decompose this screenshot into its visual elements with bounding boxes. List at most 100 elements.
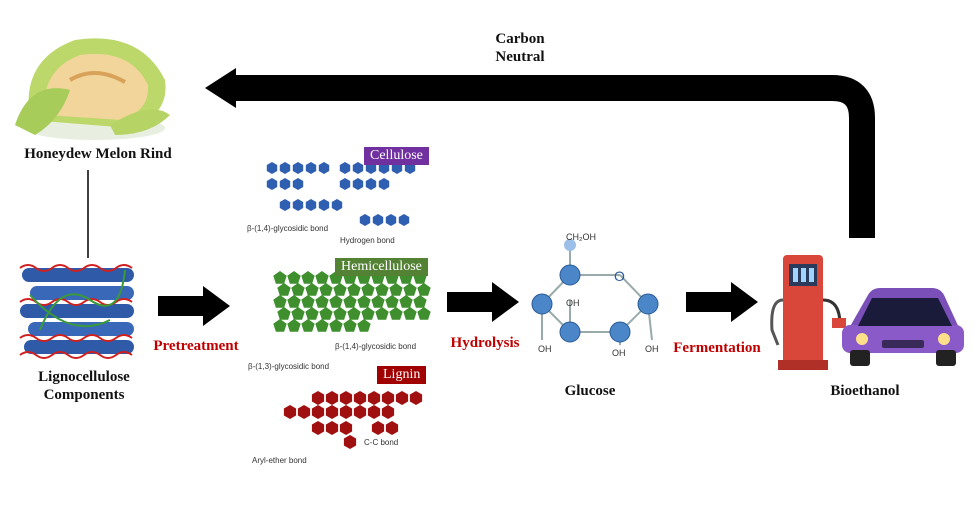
polymer-unit (367, 391, 381, 405)
polymer-unit (283, 405, 297, 419)
hemi-13-bond-label: β-(1,3)-glycosidic bond (248, 362, 330, 371)
polymer-unit (325, 391, 339, 405)
hydrolysis-label: Hydrolysis (450, 335, 520, 351)
polymer-unit (339, 162, 351, 174)
glucose-oh-label-4: OH (645, 344, 659, 354)
polymer-unit (277, 307, 291, 320)
bioethanol-image (770, 255, 964, 370)
polymer-unit (385, 295, 399, 308)
fermentation-arrow (686, 282, 758, 322)
cellulose-structure (266, 162, 416, 226)
polymer-unit (343, 319, 357, 332)
polymer-unit (371, 421, 385, 435)
polymer-unit (305, 307, 319, 320)
polymer-unit (292, 178, 304, 190)
hemicellulose-structure (273, 271, 431, 332)
cellulose-glycosidic-bond-label: β-(1,4)-glycosidic bond (247, 224, 329, 233)
polymer-unit (343, 295, 357, 308)
polymer-unit (292, 199, 304, 211)
polymer-unit (339, 421, 353, 435)
polymer-unit (305, 162, 317, 174)
polymer-unit (375, 283, 389, 296)
polymer-unit (291, 283, 305, 296)
polymer-unit (279, 162, 291, 174)
polymer-unit (329, 295, 343, 308)
glucose-oh-label-2: OH (538, 344, 552, 354)
polymer-unit (301, 319, 315, 332)
polymer-unit (318, 199, 330, 211)
cellulose-tag: Cellulose (364, 147, 429, 165)
polymer-unit (305, 199, 317, 211)
polymer-unit (325, 421, 339, 435)
polymer-unit (315, 295, 329, 308)
polymer-unit (287, 319, 301, 332)
carbon-label-line1: Carbon (495, 31, 545, 47)
polymer-unit (301, 295, 315, 308)
polymer-unit (301, 271, 315, 284)
polymer-unit (403, 283, 417, 296)
polymer-unit (273, 319, 287, 332)
polymer-unit (389, 283, 403, 296)
polymer-unit (311, 391, 325, 405)
lignocellulose-label: Lignocellulose Components (14, 368, 154, 404)
polymer-unit (318, 162, 330, 174)
polymer-unit (367, 405, 381, 419)
polymer-unit (347, 283, 361, 296)
polymer-unit (315, 319, 329, 332)
polymer-unit (339, 178, 351, 190)
polymer-unit (385, 214, 397, 226)
polymer-unit (279, 178, 291, 190)
polymer-unit (395, 391, 409, 405)
polymer-unit (389, 307, 403, 320)
polymer-unit (403, 307, 417, 320)
polymer-unit (381, 391, 395, 405)
polymer-unit (404, 162, 416, 174)
polymer-unit (359, 214, 371, 226)
glucose-oh-label-3: OH (612, 348, 626, 358)
polymer-unit (292, 162, 304, 174)
polymer-unit (372, 214, 384, 226)
polymer-unit (333, 307, 347, 320)
polymer-unit (329, 319, 343, 332)
ligno-label-line1: Lignocellulose (38, 369, 130, 385)
polymer-unit (331, 199, 343, 211)
polymer-unit (409, 391, 423, 405)
lignin-arylether-bond-label: Aryl-ether bond (252, 456, 307, 465)
polymer-unit (339, 391, 353, 405)
polymer-unit (343, 435, 357, 449)
polymer-unit (378, 178, 390, 190)
polymer-unit (371, 295, 385, 308)
polymer-unit (325, 405, 339, 419)
melon-image (15, 38, 170, 140)
polymer-unit (273, 295, 287, 308)
lignocellulose-image (19, 264, 134, 359)
polymer-unit (385, 421, 399, 435)
polymer-unit (352, 162, 364, 174)
polymer-unit (273, 271, 287, 284)
polymer-unit (319, 283, 333, 296)
polymer-unit (305, 283, 319, 296)
fermentation-label: Fermentation (673, 340, 761, 356)
lignin-structure (283, 391, 423, 449)
polymer-unit (353, 405, 367, 419)
polymer-unit (361, 307, 375, 320)
polymer-unit (375, 307, 389, 320)
lignin-tag: Lignin (377, 366, 427, 384)
polymer-unit (266, 178, 278, 190)
polymer-unit (357, 295, 371, 308)
polymer-unit (365, 178, 377, 190)
polymer-unit (291, 307, 305, 320)
polymer-unit (399, 295, 413, 308)
melon-label: Honeydew Melon Rind (24, 146, 172, 162)
hydrolysis-arrow (447, 282, 519, 322)
polymer-unit (381, 405, 395, 419)
polymer-unit (391, 162, 403, 174)
glucose-oh-label-1: OH (566, 298, 580, 308)
polymer-unit (319, 307, 333, 320)
lignin-cc-bond-label: C-C bond (364, 438, 399, 447)
polymer-unit (417, 283, 431, 296)
polymer-unit (315, 271, 329, 284)
polymer-unit (297, 405, 311, 419)
polymer-unit (365, 162, 377, 174)
